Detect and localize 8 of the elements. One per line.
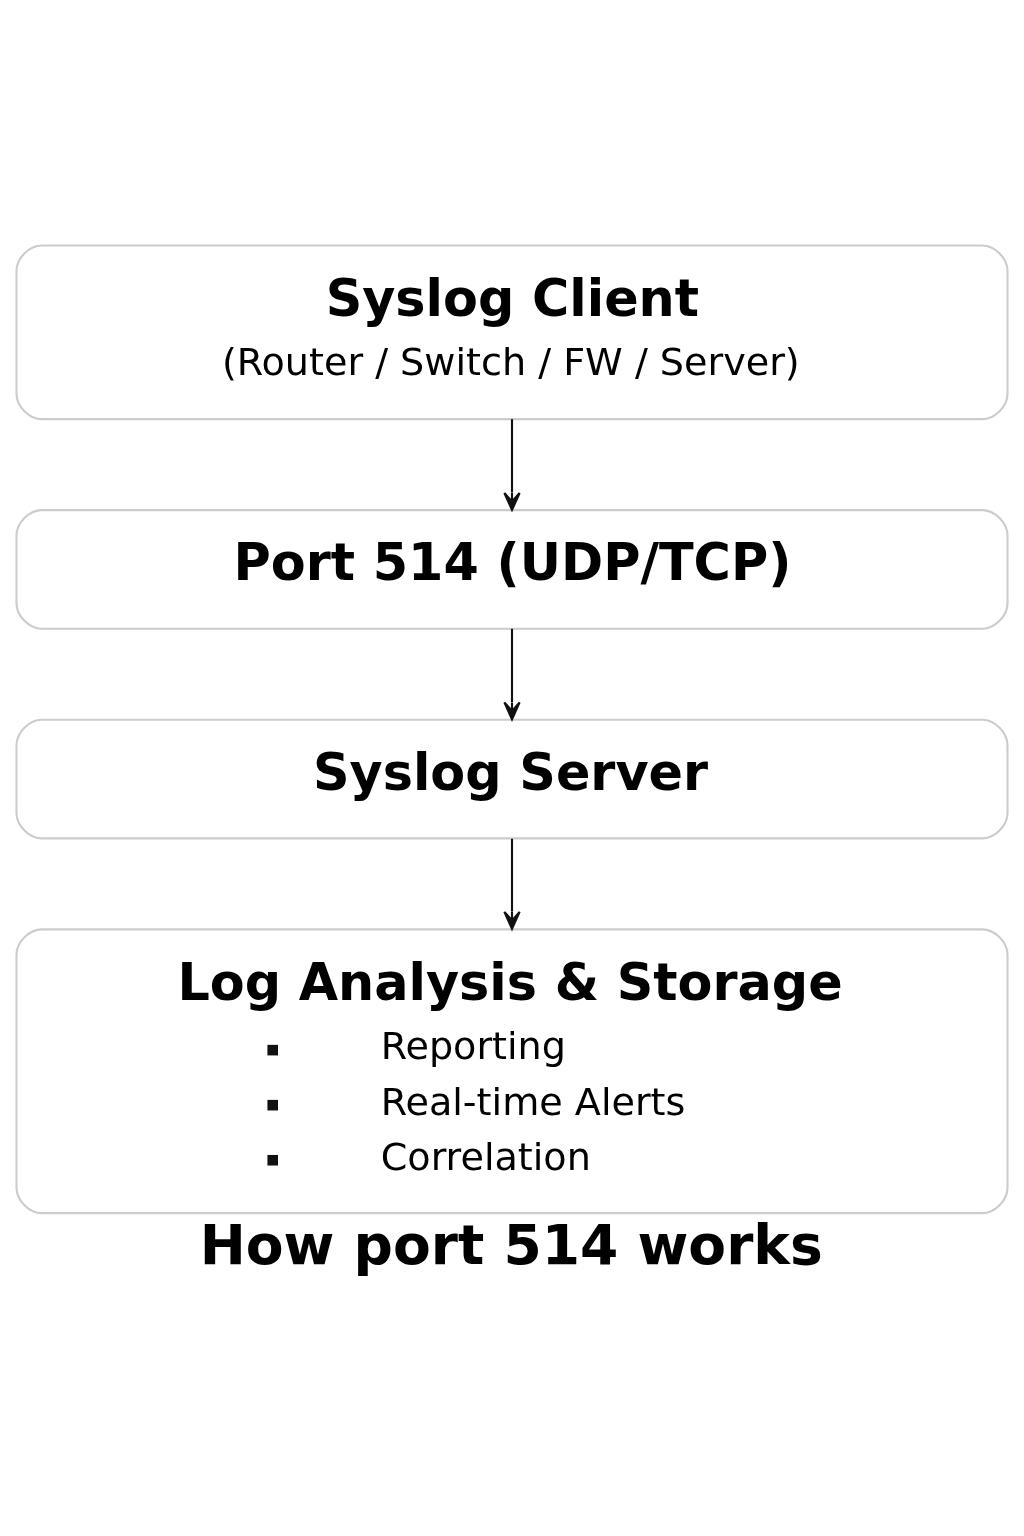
node-box: Port 514 (UDP/TCP) (15, 508, 1009, 630)
node-box: Syslog Client (Router / Switch / FW / Server) (15, 243, 1009, 420)
arrow (503, 418, 521, 511)
node-box: Log Analysis & Storage Reporting Real-time Alerts Correlation (15, 927, 1009, 1214)
arrow (503, 628, 521, 720)
diagram-title: How port 514 works (199, 1212, 823, 1277)
node-box: Syslog Server (15, 718, 1009, 839)
arrow (503, 838, 521, 930)
